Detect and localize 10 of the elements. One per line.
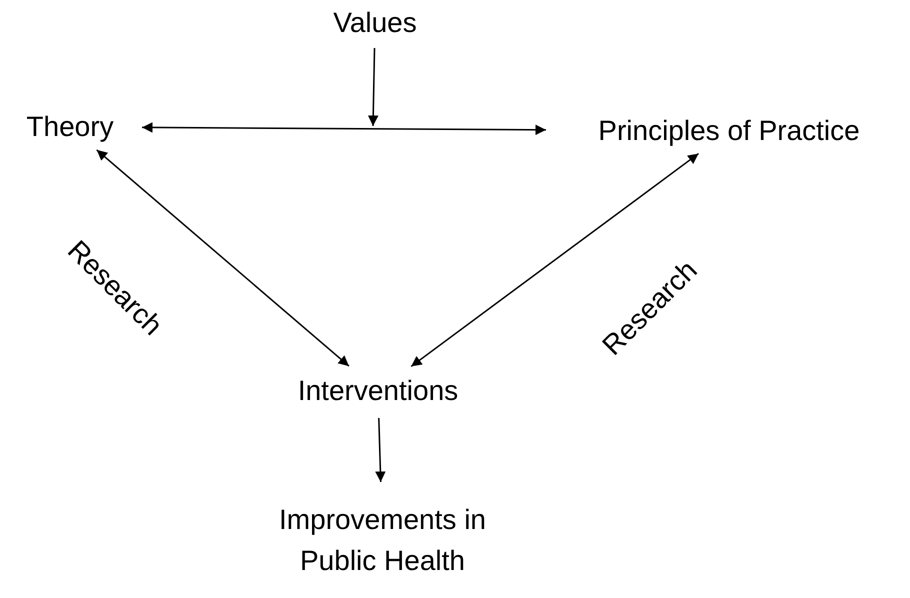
node-label: Interventions [298, 374, 458, 408]
arrow [142, 122, 546, 136]
arrow [375, 418, 386, 482]
node-label: Principles of Practice [598, 114, 860, 148]
node-label: Values [333, 6, 417, 40]
node-label: Theory [26, 110, 114, 144]
node-label: Improvements in Public Health [278, 503, 487, 578]
arrow [96, 149, 350, 367]
arrow [410, 152, 699, 368]
arrow [368, 48, 378, 126]
